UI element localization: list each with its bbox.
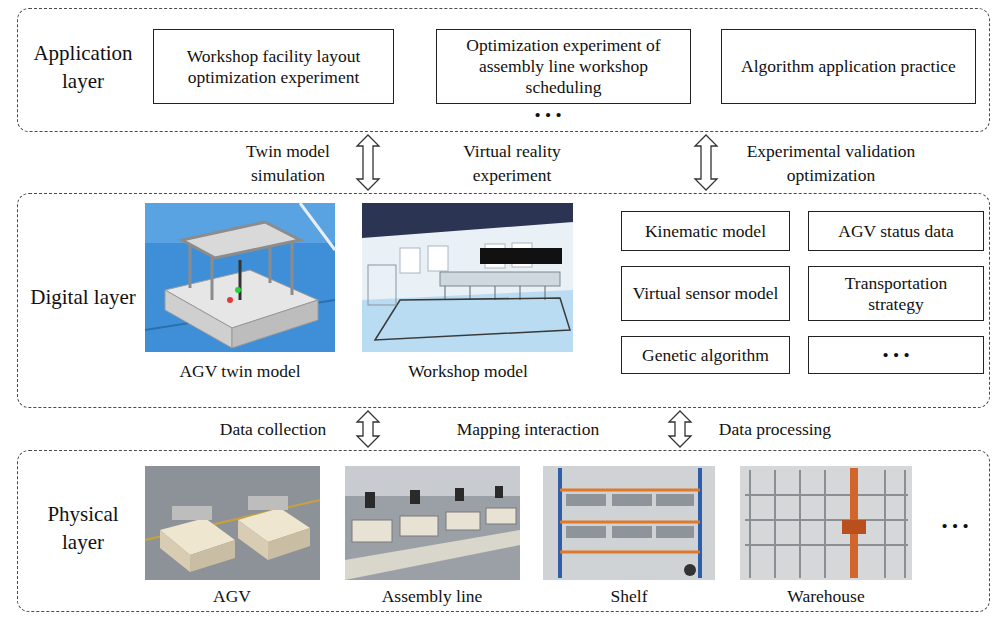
agv-photo bbox=[145, 466, 320, 580]
hollow-double-arrow bbox=[357, 135, 379, 190]
module-box: Virtual sensor model bbox=[621, 266, 790, 321]
module-box: Optimization experiment of assembly line… bbox=[436, 29, 691, 104]
box-text: Transportation strategy bbox=[817, 273, 975, 315]
module-box: AGV status data bbox=[808, 211, 984, 251]
caption-holder: Shelf bbox=[569, 585, 689, 609]
hollow-double-arrow bbox=[695, 135, 717, 190]
module-box: Genetic algorithm bbox=[621, 336, 790, 374]
layer-title: Application layer bbox=[24, 39, 142, 96]
workshop-render bbox=[362, 203, 573, 352]
module-box: Transportation strategy bbox=[808, 266, 984, 321]
warehouse-photo bbox=[740, 466, 912, 580]
caption-holder: Assembly line bbox=[352, 585, 512, 609]
caption-holder: • • • bbox=[925, 515, 985, 539]
box-text: Kinematic model bbox=[645, 221, 766, 242]
module-box: • • • bbox=[808, 336, 984, 374]
edge-label-holder: Data collection bbox=[198, 418, 348, 442]
box-text: Virtual sensor model bbox=[633, 283, 779, 304]
caption-holder: Workshop model bbox=[378, 360, 558, 384]
caption-text: Assembly line bbox=[352, 585, 512, 609]
edge-label: Twin model simulation bbox=[228, 140, 348, 187]
module-box: Kinematic model bbox=[621, 211, 790, 251]
caption-text: Mapping interaction bbox=[428, 418, 628, 442]
edge-label-holder: Experimental validation optimization bbox=[726, 140, 936, 187]
caption-text: Virtual reality experiment bbox=[432, 140, 592, 187]
layer-title: Digital layer bbox=[24, 283, 142, 311]
caption-holder: • • • bbox=[508, 104, 588, 128]
hollow-double-arrow bbox=[357, 411, 379, 447]
ellipsis-mark: • • • bbox=[925, 515, 985, 539]
module-box: Workshop facility layout optimization ex… bbox=[153, 29, 394, 104]
layer-title-holder: Digital layer bbox=[24, 283, 142, 311]
box-text: • • • bbox=[882, 345, 909, 366]
edge-label: Data processing bbox=[700, 418, 850, 442]
caption-holder: AGV twin model bbox=[150, 360, 330, 384]
layer-title: Physical layer bbox=[24, 500, 142, 557]
edge-label-holder: Data processing bbox=[700, 418, 850, 442]
caption-holder: AGV bbox=[172, 585, 292, 609]
assembly-line-photo bbox=[345, 466, 520, 580]
caption-text: Workshop model bbox=[378, 360, 558, 384]
ellipsis-mark: • • • bbox=[508, 104, 588, 128]
caption-holder: Warehouse bbox=[756, 585, 896, 609]
box-text: AGV status data bbox=[838, 221, 953, 242]
caption-text: AGV twin model bbox=[150, 360, 330, 384]
caption-holder: Virtual reality experiment bbox=[432, 140, 592, 187]
edge-label: Experimental validation optimization bbox=[726, 140, 936, 187]
caption-text: Warehouse bbox=[756, 585, 896, 609]
box-text: Workshop facility layout optimization ex… bbox=[162, 46, 385, 88]
shelf-photo bbox=[543, 466, 715, 580]
box-text: Algorithm application practice bbox=[741, 56, 956, 77]
box-text: Genetic algorithm bbox=[642, 345, 769, 366]
layer-title-holder: Application layer bbox=[24, 39, 142, 96]
caption-text: Shelf bbox=[569, 585, 689, 609]
edge-label-holder: Twin model simulation bbox=[228, 140, 348, 187]
caption-text: AGV bbox=[172, 585, 292, 609]
caption-holder: Mapping interaction bbox=[428, 418, 628, 442]
layer-title-holder: Physical layer bbox=[24, 500, 142, 557]
layer-band: Application layer Workshop facility layou… bbox=[17, 8, 990, 132]
agv-twin-render bbox=[145, 203, 335, 352]
box-text: Optimization experiment of assembly line… bbox=[445, 35, 682, 98]
hollow-double-arrow bbox=[669, 411, 691, 447]
edge-label: Data collection bbox=[198, 418, 348, 442]
module-box: Algorithm application practice bbox=[721, 29, 976, 104]
